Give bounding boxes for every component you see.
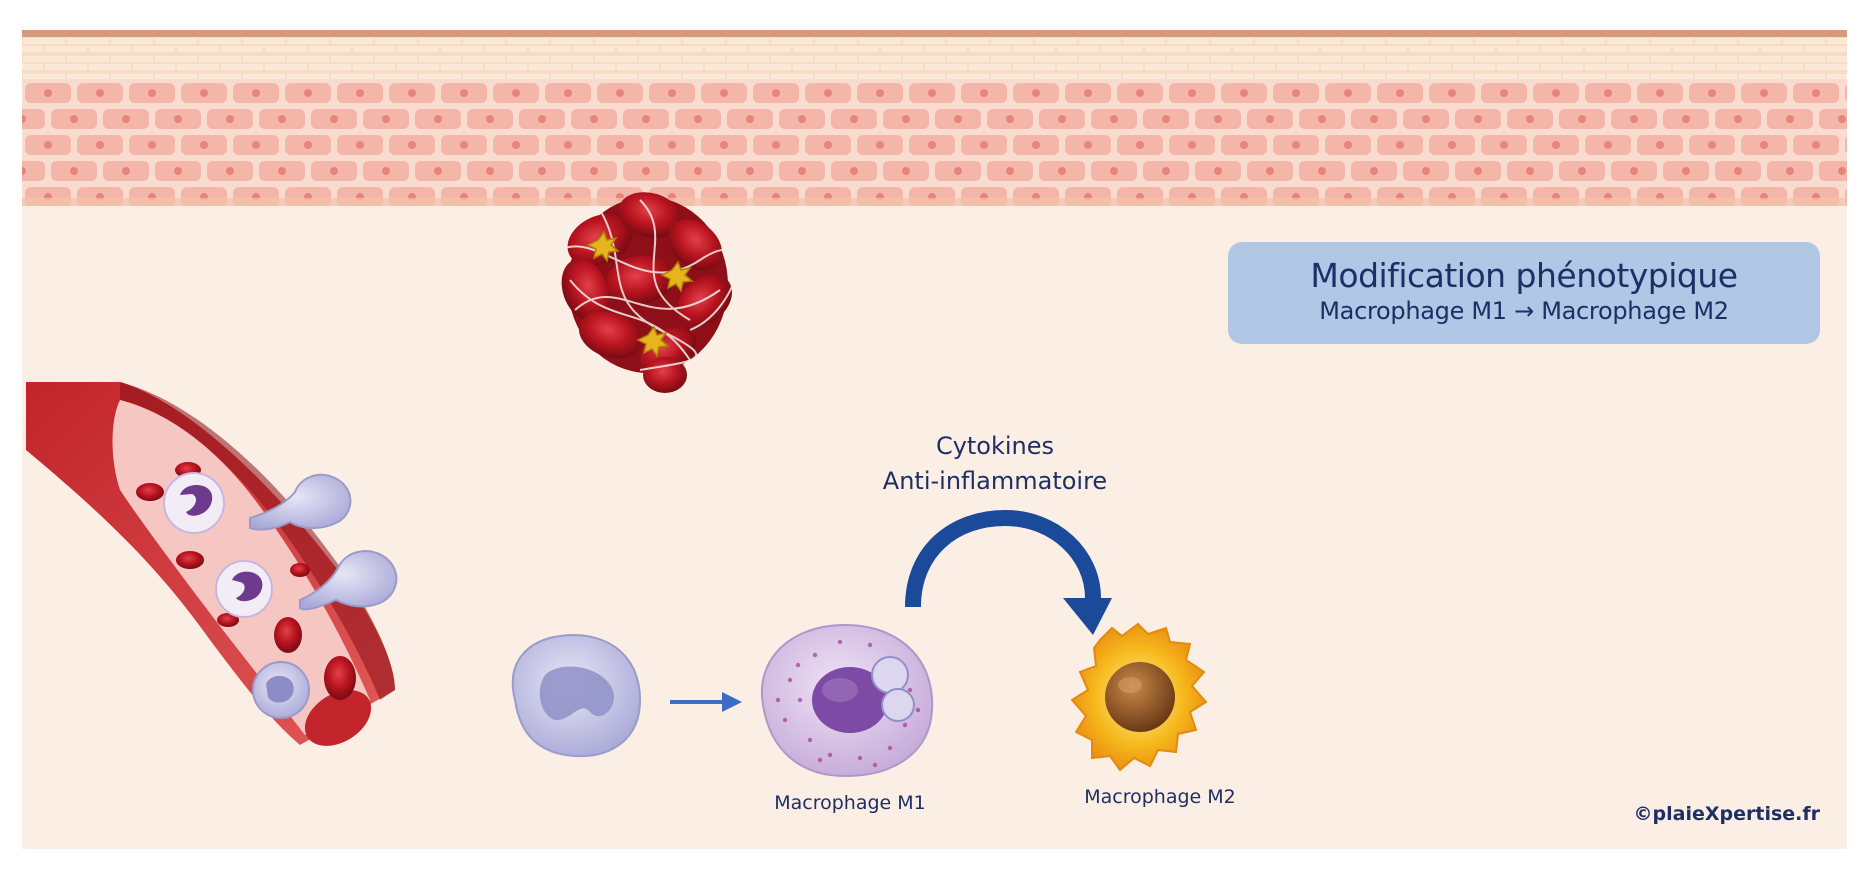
curved-arrow-icon — [905, 509, 1112, 635]
straight-arrow-icon — [670, 692, 742, 712]
title-box: Modification phénotypique Macrophage M1 … — [1228, 242, 1820, 344]
anti-inflammatory-label: Anti-inflammatoire — [882, 467, 1108, 495]
macrophage-m2-label: Macrophage M2 — [1084, 786, 1236, 808]
title-heading: Modification phénotypique — [1310, 256, 1738, 295]
copyright-notice: ©plaieXpertise.fr — [1633, 803, 1820, 825]
monocyte-icon — [511, 634, 642, 758]
title-subheading: Macrophage M1 → Macrophage M2 — [1319, 297, 1729, 325]
macrophage-m1-label: Macrophage M1 — [774, 792, 926, 814]
macrophage-m2-icon — [1070, 622, 1208, 772]
blood-clot-icon — [559, 192, 738, 393]
skin-layer-icon — [22, 30, 1847, 206]
blood-vessel-icon — [26, 382, 398, 746]
macrophage-m1-icon — [760, 623, 934, 778]
cytokines-label: Cytokines — [935, 432, 1055, 460]
